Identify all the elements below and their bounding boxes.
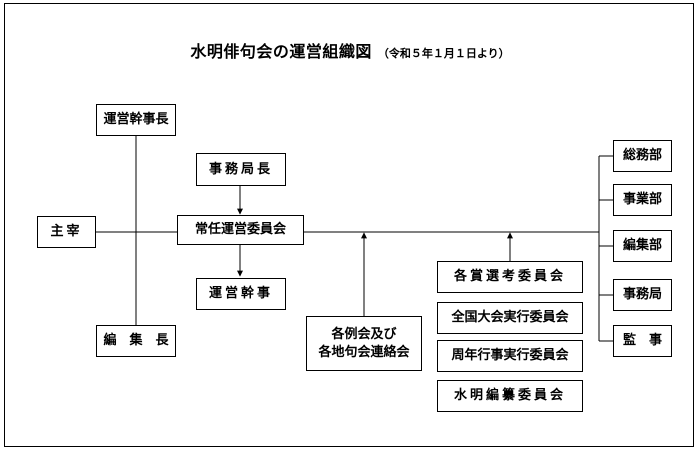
box-kakureikai: 各例会及び 各地句会連絡会 <box>306 316 422 371</box>
box-unei-kanji: 運営幹事 <box>196 278 286 310</box>
title-subtitle: （令和５年１月１日より） <box>377 47 510 60</box>
diagram-title: 水明俳句会の運営組織図 （令和５年１月１日より） <box>0 38 700 62</box>
box-joninunei-iinkai: 常任運営委員会 <box>177 215 304 245</box>
box-kakusho-senko: 各賞選考委員会 <box>437 261 583 293</box>
box-somubu: 総務部 <box>613 140 672 172</box>
box-kanji: 監 事 <box>613 325 672 357</box>
box-jimukyoku: 事務局 <box>613 279 672 311</box>
box-henshubu: 編集部 <box>613 230 672 262</box>
diagram-frame <box>4 3 694 447</box>
box-unei-kanji-cho: 運営幹事長 <box>96 104 176 136</box>
box-zenkoku-taikai: 全国大会実行委員会 <box>437 302 583 334</box>
box-shusai: 主宰 <box>37 216 96 248</box>
box-jigyobu: 事業部 <box>613 184 672 216</box>
box-jimukyoku-cho: 事務局長 <box>196 153 286 186</box>
box-henshu-cho: 編 集 長 <box>96 325 176 357</box>
box-shunen-gyoji: 周年行事実行委員会 <box>437 340 583 372</box>
box-suimei-hensan: 水明編纂委員会 <box>437 380 583 412</box>
title-text: 水明俳句会の運営組織図 <box>190 42 372 61</box>
